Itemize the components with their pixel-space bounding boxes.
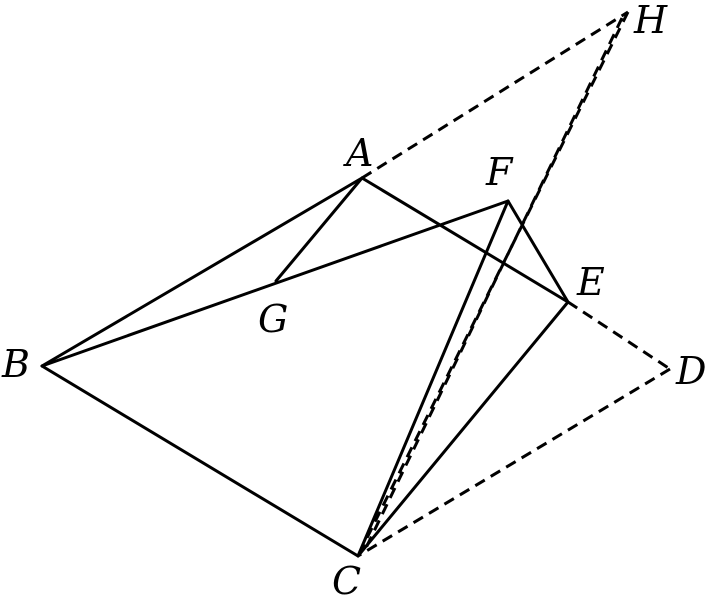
segment-bf xyxy=(40,199,510,368)
segment-dc xyxy=(357,367,671,558)
segment-fe xyxy=(506,199,570,304)
label-point-a: A xyxy=(343,131,373,175)
label-point-h: H xyxy=(633,0,668,42)
segment-hc-1 xyxy=(356,11,630,557)
segment-ag xyxy=(274,176,364,283)
label-point-b: B xyxy=(1,342,30,386)
segment-ed xyxy=(567,300,671,371)
label-point-g: G xyxy=(258,297,288,341)
segment-ah xyxy=(361,10,629,180)
segment-fc xyxy=(356,199,510,558)
segment-ae xyxy=(360,176,570,304)
label-point-f: F xyxy=(485,150,514,194)
label-point-c: C xyxy=(332,559,361,601)
label-point-e: E xyxy=(576,260,605,304)
segment-ec xyxy=(356,300,570,558)
label-point-d: D xyxy=(675,349,706,393)
segment-ab xyxy=(40,176,364,368)
segment-hc-2 xyxy=(362,17,624,553)
segment-bc xyxy=(40,364,360,558)
